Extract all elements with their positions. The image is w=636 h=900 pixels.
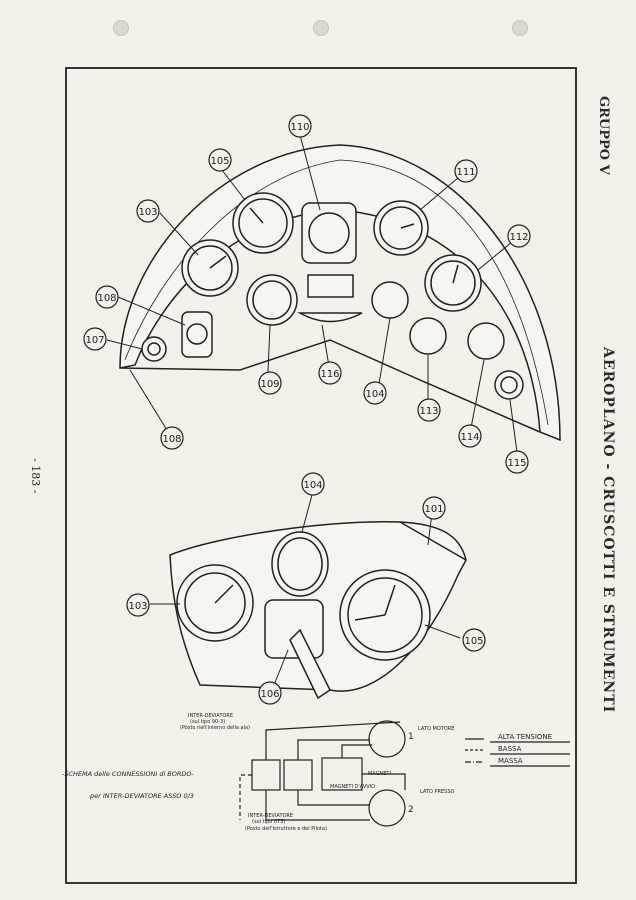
- mag1-label: LATO MOTORE: [418, 726, 454, 732]
- device-108: [181, 311, 213, 358]
- gauge-116: [297, 312, 363, 323]
- mag2-number: 2: [408, 805, 414, 815]
- punch-hole: [313, 20, 329, 36]
- legend-massa: MASSA: [498, 757, 523, 765]
- switch-115: [494, 370, 524, 400]
- magneti-label: MAGNETI: [368, 771, 391, 777]
- callout-107: 107: [85, 335, 104, 346]
- punch-hole: [512, 20, 528, 36]
- callout-labels: 110 105 111 103 112 108 107 109 116 104 …: [85, 122, 528, 700]
- callout-101: 101: [424, 504, 443, 515]
- inter-label-bottom-sub: (sul tipo 073): [252, 819, 285, 825]
- callout-115: 115: [507, 458, 526, 469]
- callout-103: 103: [138, 207, 157, 218]
- gauge-110: [301, 202, 357, 264]
- mag2-label: LATO PRESSO: [420, 789, 455, 795]
- callout-109: 109: [260, 379, 279, 390]
- switch-106: [264, 599, 324, 659]
- callout-103-lower: 103: [128, 601, 147, 612]
- inter-label-top: INTER-DEVIATORE: [188, 713, 233, 719]
- inter-deviatore-2: [283, 759, 313, 791]
- gauge-104: [371, 281, 409, 319]
- punch-hole: [113, 20, 129, 36]
- callout-106: 106: [260, 689, 279, 700]
- callout-104-lower: 104: [303, 480, 322, 491]
- magneti-avvio-label: MAGNETI D'AVVIO: [330, 784, 375, 790]
- inter-label-bottom-note: (Posto dell'Istruttore e del Pilota): [245, 826, 327, 832]
- callout-105: 105: [210, 156, 229, 167]
- callout-110: 110: [290, 122, 309, 133]
- gauge-104-lower: [271, 531, 329, 597]
- callout-108b: 108: [162, 434, 181, 445]
- inter-label-sub: (sul tipo 90-3): [190, 719, 225, 725]
- callout-116: 116: [320, 369, 339, 380]
- legend-labels: ALTA TENSIONE BASSA MASSA: [498, 733, 552, 765]
- inter-label-bottom: INTER-DEVIATORE: [248, 813, 293, 819]
- frame-border: [65, 67, 577, 884]
- callout-104: 104: [365, 389, 384, 400]
- callout-112: 112: [509, 232, 528, 243]
- wiring-legend: [465, 738, 570, 767]
- callout-114: 114: [460, 432, 479, 443]
- lower-instrument-panel: [169, 521, 467, 700]
- magneto-2: [368, 789, 406, 827]
- inter-deviatore-1: [251, 759, 281, 791]
- mag1-number: 1: [408, 732, 414, 742]
- magneto-1: [368, 720, 406, 758]
- callout-108: 108: [97, 293, 116, 304]
- callout-105-lower: 105: [464, 636, 483, 647]
- upper-instrument-panel: [119, 144, 561, 442]
- panel-window: [307, 274, 354, 298]
- wiring-title-block: -SCHEMA delle CONNESSIONI di BORDO- per …: [62, 770, 195, 800]
- wiring-schematic: [239, 720, 406, 827]
- gauge-109: [246, 274, 298, 326]
- wiring-labels: INTER-DEVIATORE (sul tipo 90-3) (Posto n…: [180, 713, 455, 832]
- callouts: [83, 114, 531, 705]
- wiring-title: -SCHEMA delle CONNESSIONI di BORDO-: [62, 770, 195, 778]
- legend-alta: ALTA TENSIONE: [498, 733, 552, 741]
- gauge-113: [409, 317, 447, 355]
- callout-111: 111: [456, 167, 475, 178]
- legend-bassa: BASSA: [498, 745, 522, 753]
- callout-113: 113: [419, 406, 438, 417]
- inter-label-note: (Posto nell'interno della ala): [180, 725, 250, 731]
- knob-107: [141, 336, 167, 362]
- wiring-subtitle: per INTER-DEVIATORE ASSO 0/3: [89, 792, 194, 800]
- gauge-114: [467, 322, 505, 360]
